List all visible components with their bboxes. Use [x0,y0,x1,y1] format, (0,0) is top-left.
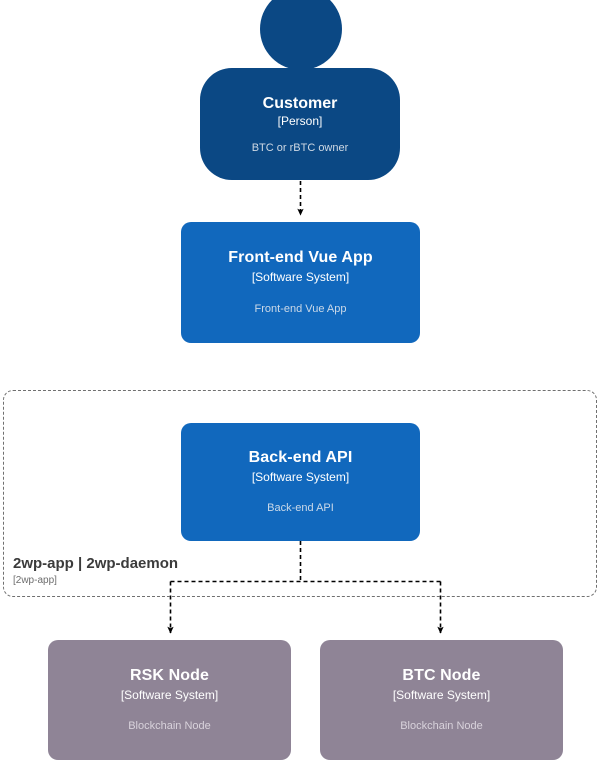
node-customer-stereotype: [Person] [277,113,323,128]
node-backend-description: Back-end API [267,502,334,515]
node-frontend-title: Front-end Vue App [228,249,373,267]
node-rsk-node[interactable]: RSK Node [Software System] Blockchain No… [48,640,291,760]
node-btc-title: BTC Node [402,666,481,684]
node-frontend-vue-app[interactable]: Front-end Vue App [Software System] Fron… [181,222,420,343]
person-body: Customer [Person] BTC or rBTC owner [200,68,400,180]
node-backend-stereotype: [Software System] [251,469,350,484]
node-rsk-description: Blockchain Node [128,720,211,733]
boundary-label: 2wp-app | 2wp-daemon [2wp-app] [13,555,178,587]
boundary-2wp-app [3,390,597,597]
node-customer[interactable]: Customer [Person] BTC or rBTC owner [200,0,400,180]
node-btc-stereotype: [Software System] [392,687,491,702]
node-frontend-stereotype: [Software System] [251,270,350,285]
person-head-icon [260,0,342,70]
node-backend-api[interactable]: Back-end API [Software System] Back-end … [181,423,420,541]
node-frontend-description: Front-end Vue App [254,302,347,315]
boundary-stereotype: [2wp-app] [13,575,57,586]
node-btc-node[interactable]: BTC Node [Software System] Blockchain No… [320,640,563,760]
node-rsk-title: RSK Node [129,666,210,684]
boundary-title: 2wp-app | 2wp-daemon [13,555,179,572]
node-customer-title: Customer [262,94,338,112]
node-rsk-stereotype: [Software System] [120,687,219,702]
node-btc-description: Blockchain Node [400,720,483,733]
node-customer-description: BTC or rBTC owner [251,141,349,154]
node-backend-title: Back-end API [248,448,353,466]
